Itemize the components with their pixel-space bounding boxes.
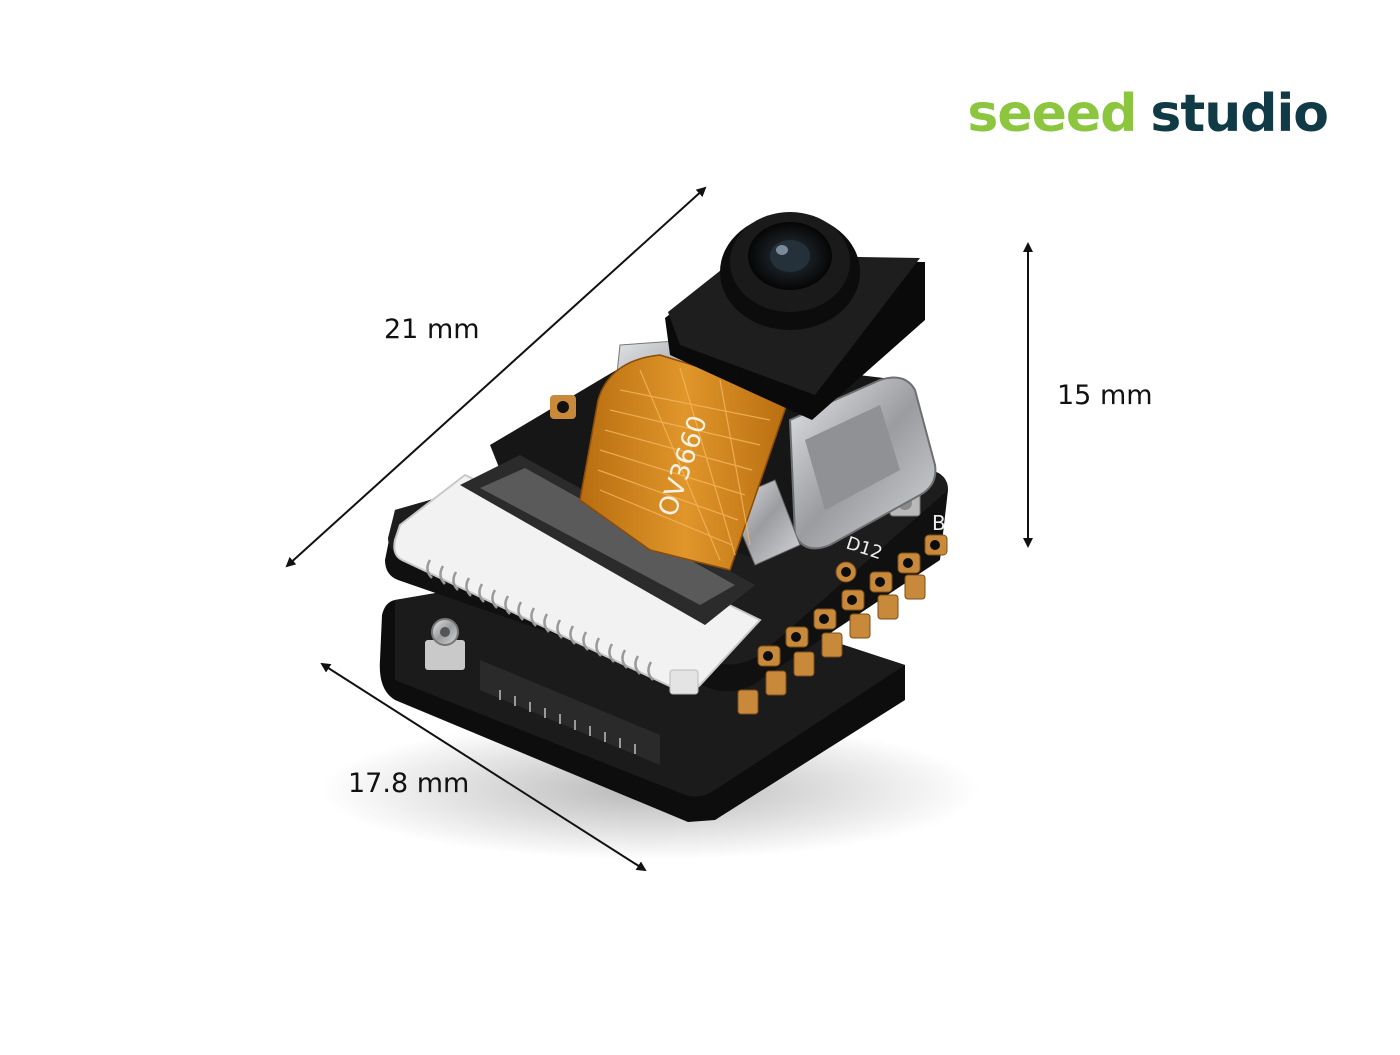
width-arrow <box>320 662 647 872</box>
height-label: 15 mm <box>1057 380 1153 411</box>
usb-c-port <box>788 376 937 550</box>
brand-word-seeed: seeed <box>967 84 1137 144</box>
length-label: 21 mm <box>384 314 480 345</box>
width-label: 17.8 mm <box>348 768 470 799</box>
brand-word-studio: studio <box>1150 84 1329 144</box>
button-silkscreen: B <box>932 511 946 535</box>
length-arrow <box>285 186 707 568</box>
antenna-connector <box>425 618 465 670</box>
camera-module <box>665 212 925 420</box>
